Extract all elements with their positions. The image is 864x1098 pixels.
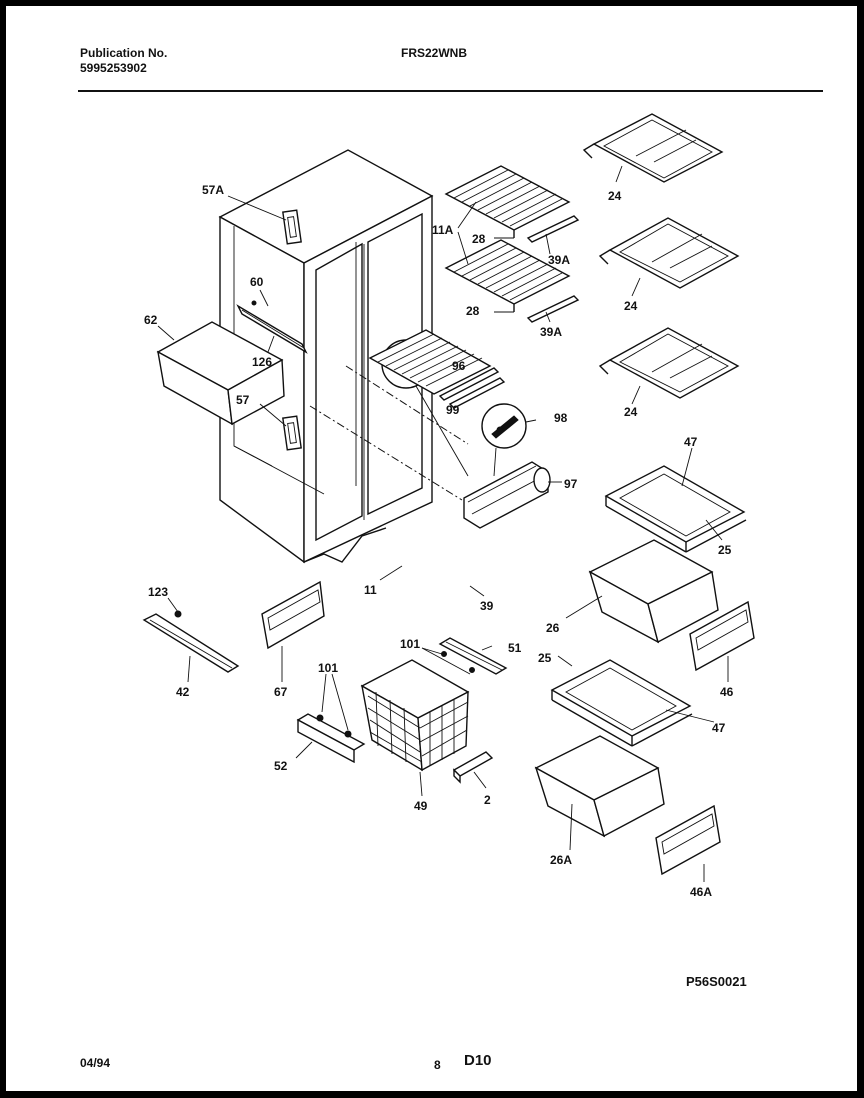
drawer-front-46 — [689, 600, 755, 672]
publication-number: 5995253902 — [80, 61, 147, 75]
callout-11A: 11A — [432, 223, 454, 237]
glass-shelf-24-b — [598, 217, 740, 289]
callout-11: 11 — [364, 583, 377, 597]
parts-sheet: Publication No. 5995253902 FRS22WNB — [6, 6, 857, 1091]
callout-51: 51 — [508, 641, 522, 655]
drawer-front-46A — [655, 804, 721, 876]
callout-26A: 26A — [550, 853, 572, 867]
callout-62: 62 — [144, 313, 158, 327]
model-number: FRS22WNB — [401, 46, 468, 60]
wire-shelf-11A-upper — [444, 165, 580, 243]
callout-47-lower: 47 — [712, 721, 726, 735]
wire-shelf-11 — [368, 329, 506, 409]
bracket-52 — [296, 713, 366, 764]
footer-section: D10 — [464, 1052, 492, 1069]
callout-96: 96 — [452, 359, 466, 373]
callout-labels: 57A 60 126 57 11A 28 39A 28 39A 96 99 98… — [144, 183, 734, 899]
callout-24-c: 24 — [624, 405, 638, 419]
drawer-front-67 — [261, 580, 325, 650]
wire-basket-49 — [360, 659, 470, 772]
callout-28-lower: 28 — [466, 304, 480, 318]
callout-60: 60 — [250, 275, 264, 289]
callout-52: 52 — [274, 759, 288, 773]
callout-42: 42 — [176, 685, 190, 699]
leader-lines — [157, 165, 729, 882]
crisper-drawer-26 — [588, 539, 719, 644]
crisper-drawer-26A — [534, 735, 665, 838]
publication-label: Publication No. — [80, 46, 168, 60]
freezer-drawer-62 — [156, 321, 285, 426]
callout-49: 49 — [414, 799, 428, 813]
callout-47-upper: 47 — [684, 435, 698, 449]
callout-98: 98 — [554, 411, 568, 425]
callout-24-a: 24 — [608, 189, 622, 203]
callout-24-b: 24 — [624, 299, 638, 313]
callout-101-lower: 101 — [318, 661, 338, 675]
callout-57A: 57A — [202, 183, 224, 197]
crisper-cover-47-upper — [604, 465, 747, 553]
crisper-cover-47-lower — [550, 659, 693, 747]
glass-shelf-24-a — [582, 113, 724, 183]
callout-46A: 46A — [690, 885, 712, 899]
callout-25-lower: 25 — [538, 651, 552, 665]
callout-99: 99 — [446, 403, 460, 417]
cabinet-drawing — [218, 149, 469, 564]
callout-28-upper: 28 — [472, 232, 486, 246]
callout-2: 2 — [484, 793, 491, 807]
rail-51 — [438, 637, 508, 675]
callout-39: 39 — [480, 599, 494, 613]
part-2 — [452, 751, 494, 784]
footer-date: 04/94 — [80, 1056, 111, 1070]
callout-26: 26 — [546, 621, 560, 635]
wire-shelf-11A-lower — [444, 239, 580, 323]
callout-67: 67 — [274, 685, 288, 699]
header-rule — [78, 90, 823, 92]
callout-123: 123 — [148, 585, 168, 599]
exploded-parts-diagram: 57A 60 126 57 11A 28 39A 28 39A 96 99 98… — [142, 113, 755, 899]
glass-shelf-24-c — [598, 327, 740, 399]
footer-page: 8 — [434, 1058, 441, 1072]
callout-101-upper: 101 — [400, 637, 420, 651]
callout-97: 97 — [564, 477, 578, 491]
callout-25-upper: 25 — [718, 543, 732, 557]
callout-57: 57 — [236, 393, 250, 407]
callout-46: 46 — [720, 685, 734, 699]
rail-42 — [142, 610, 240, 673]
drawing-code: P56S0021 — [686, 974, 747, 989]
callout-39A-upper: 39A — [548, 253, 570, 267]
callout-126: 126 — [252, 355, 272, 369]
callout-39A-lower: 39A — [540, 325, 562, 339]
